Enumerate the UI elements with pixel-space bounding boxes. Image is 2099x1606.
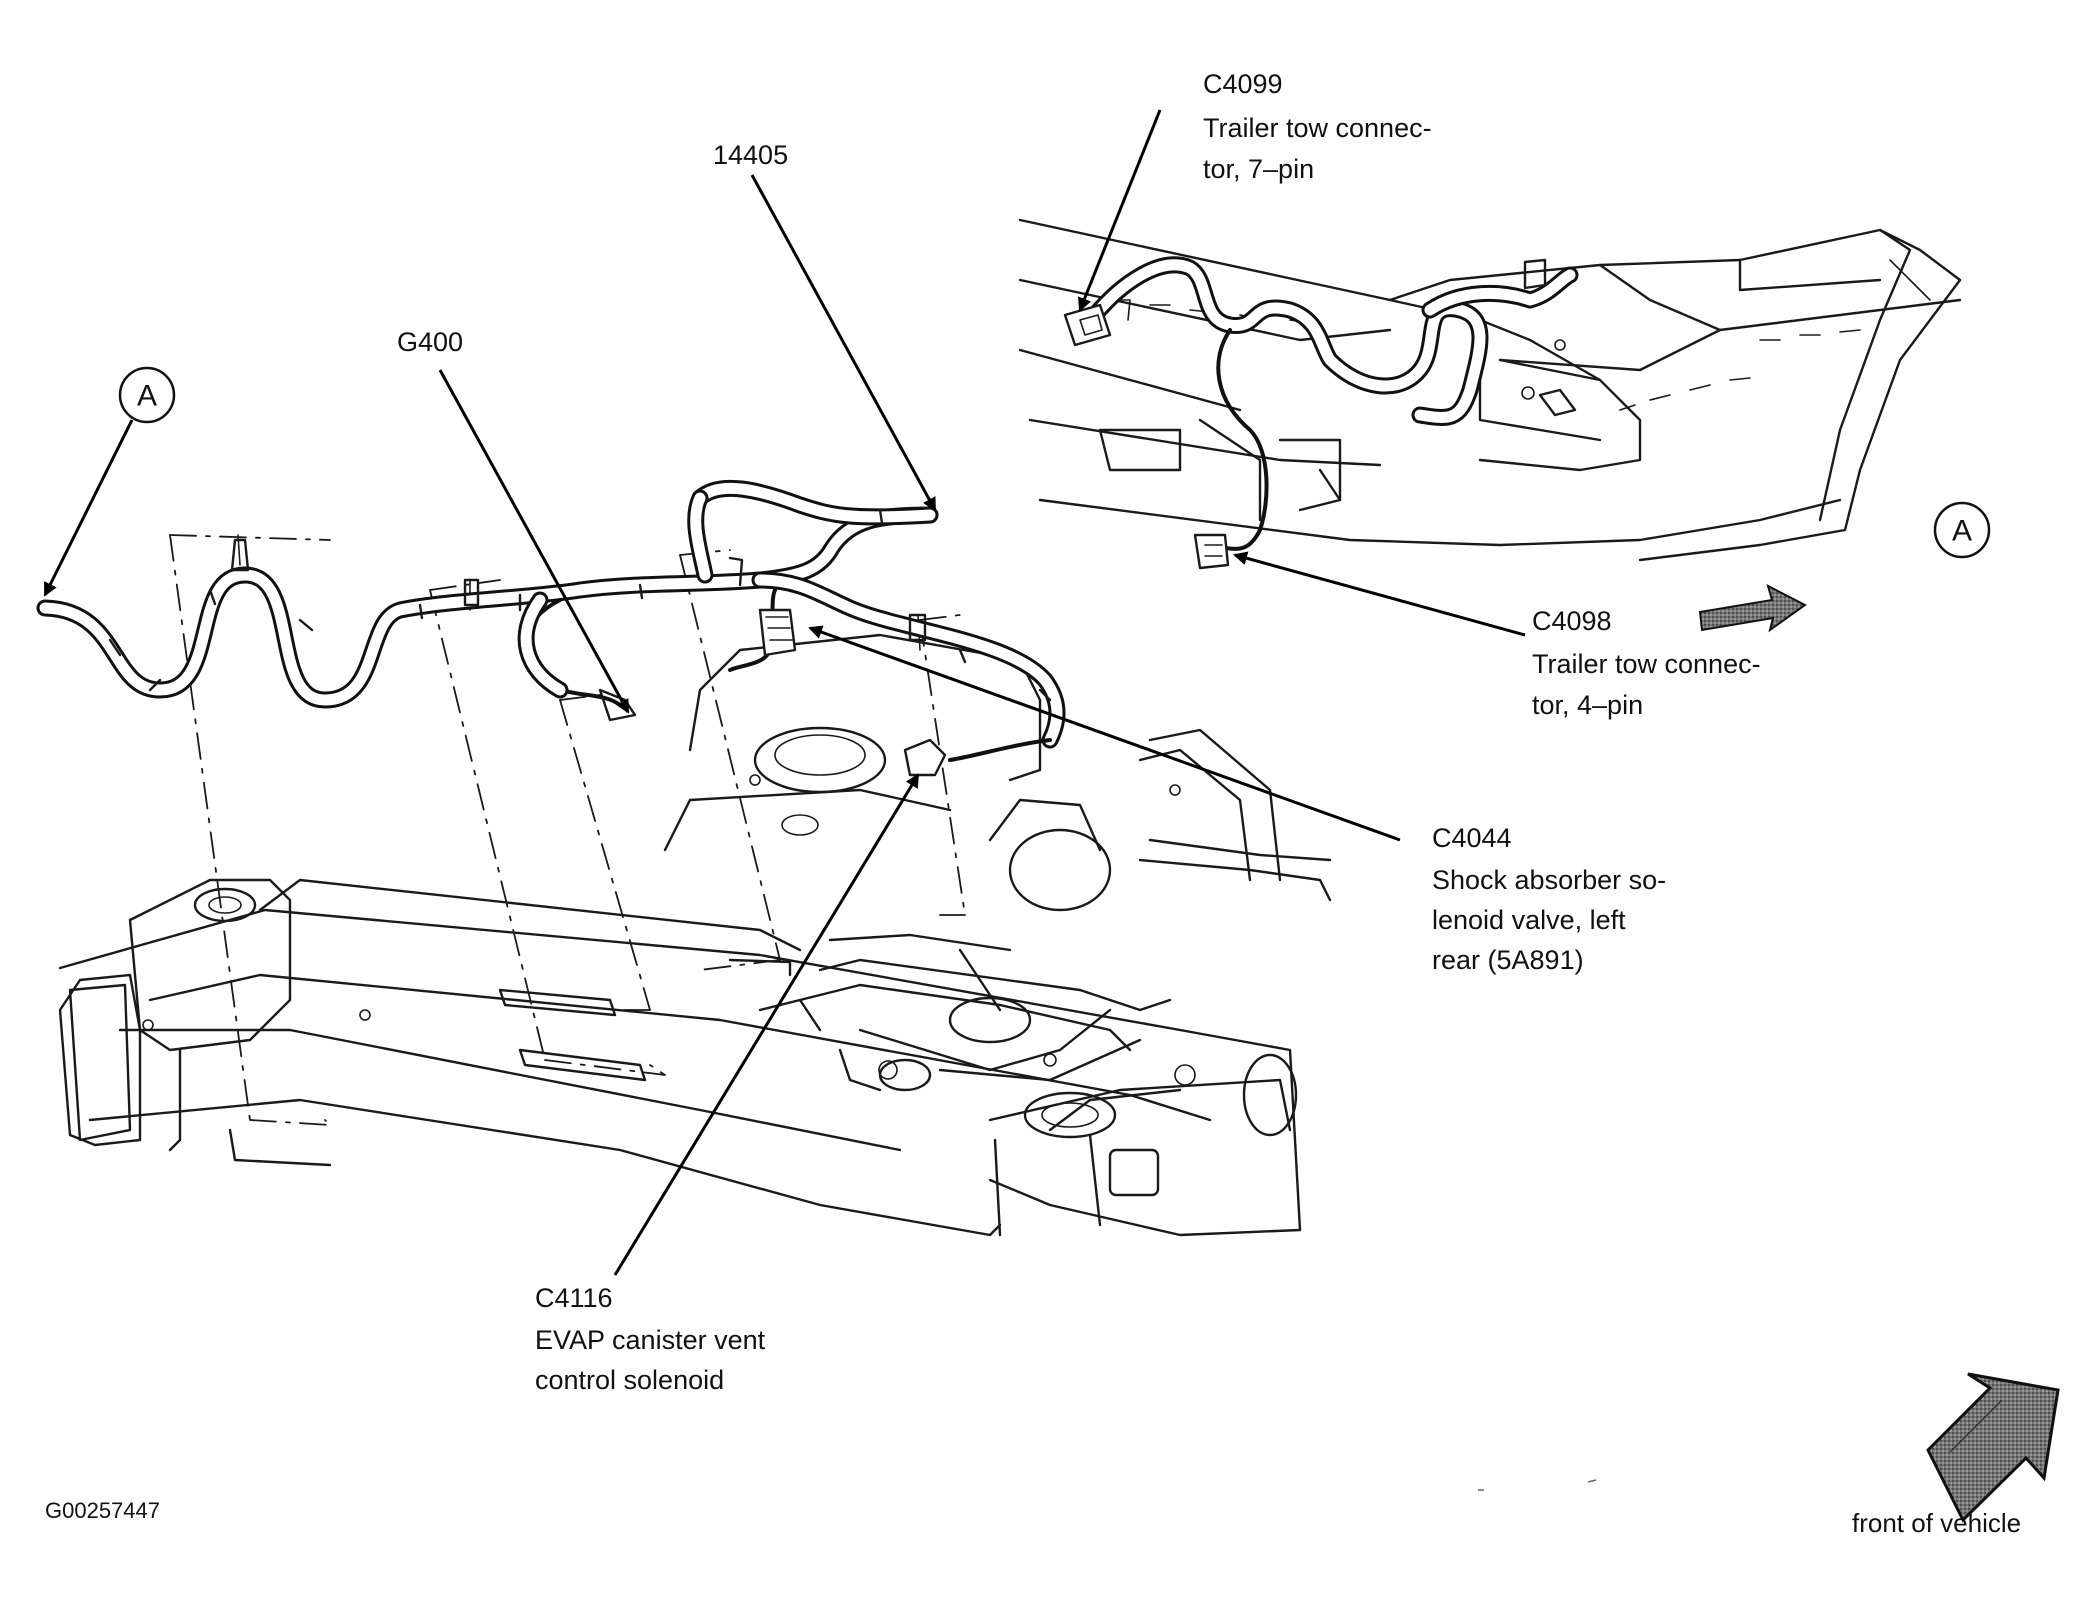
callout-labels: 14405 G400 C4099 Trailer tow connec- tor… — [45, 69, 2021, 1538]
callout-badge-right: A — [1933, 501, 1991, 559]
label-c4044-desc-2: lenoid valve, left — [1432, 905, 1626, 935]
label-c4098-desc-2: tor, 4–pin — [1532, 690, 1643, 720]
label-c4116-desc-1: EVAP canister vent — [535, 1325, 766, 1355]
label-c4099-desc-1: Trailer tow connec- — [1203, 113, 1432, 143]
wiring-harness-14405 — [36, 479, 1066, 777]
label-c4044-desc-1: Shock absorber so- — [1432, 865, 1666, 895]
callout-badge-right-text: A — [1952, 515, 1972, 548]
leader-14405 — [750, 174, 937, 512]
leader-g400 — [438, 369, 630, 714]
leader-c4098 — [1233, 551, 1526, 637]
label-c4044-id: C4044 — [1432, 823, 1512, 853]
rear-bumper-inset-drawing — [1018, 218, 1962, 570]
rear-frame-drawing — [58, 534, 1332, 1237]
label-c4044-desc-3: rear (5A891) — [1432, 945, 1584, 975]
leader-c4044 — [808, 625, 1401, 842]
label-c4099-id: C4099 — [1203, 69, 1283, 99]
leader-c4099 — [1077, 109, 1162, 312]
figure-id: G00257447 — [45, 1498, 160, 1523]
callout-badge-left: A — [118, 366, 176, 424]
front-of-vehicle-label: front of vehicle — [1852, 1508, 2021, 1538]
leader-a-left — [43, 419, 134, 597]
leader-c4116 — [613, 773, 920, 1276]
label-c4098-desc-1: Trailer tow connec- — [1532, 649, 1761, 679]
arrow-up-right-icon — [1926, 1372, 2060, 1523]
label-c4116-id: C4116 — [535, 1283, 613, 1313]
label-c4099-desc-2: tor, 7–pin — [1203, 154, 1314, 184]
callout-badge-left-text: A — [137, 380, 157, 413]
label-c4098-id: C4098 — [1532, 606, 1612, 636]
leader-lines — [43, 109, 1526, 1276]
label-c4116-desc-2: control solenoid — [535, 1365, 724, 1395]
arrow-right-icon — [1698, 584, 1807, 633]
label-g400: G400 — [397, 327, 463, 357]
label-14405: 14405 — [713, 140, 788, 170]
